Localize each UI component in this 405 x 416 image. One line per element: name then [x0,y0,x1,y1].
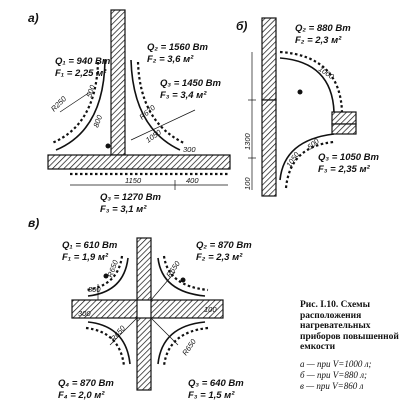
caption-line-a: а — при V=1000 л; [300,358,372,369]
panel-c-radiator-bl-coil [85,326,126,367]
caption-line-b: б — при V=880 л; [300,369,368,380]
panel-b: б) 1000 1300 100 1050 500 Q₂ = 880 Вт F₂… [236,17,380,197]
panel-c-q4: Q₃ = 640 Вт [188,378,244,389]
panel-b-radiator-lower-coil [284,140,335,189]
panel-a: а) R250 500 800 R670 1050 300 1150 400 Q… [28,9,231,215]
panel-c-radius-line-tr [150,271,176,301]
panel-c-wall-bottom [136,317,152,391]
panel-a-dim-1150: 1150 [125,176,142,185]
panel-a-f2: F₂ = 3,6 м² [147,54,194,65]
panel-c-f4: F₃ = 1,5 м² [188,390,235,401]
panel-c-center-marker-tl [103,273,109,279]
panel-b-radiator-upper-coil [279,50,344,113]
panel-c-wall-left [71,299,138,319]
panel-a-q3: Q₃ = 1450 Вт [160,78,222,89]
panel-b-q2: Q₃ = 1050 Вт [318,152,380,163]
figure-caption: Рис. I.10. Схемы расположения нагревател… [300,300,402,392]
panel-a-dim-500: 500 [84,83,97,99]
panel-b-dim-100: 100 [243,177,252,190]
panel-a-q1: Q₁ = 940 Вт [55,56,111,67]
panel-a-radiator-right-outer [130,59,181,151]
panel-b-radiator-upper-outer [279,57,335,113]
panel-a-dim-1050: 1050 [144,127,164,144]
panel-c-center-marker-tr [180,277,186,283]
panel-c-radiator-bl-outer [87,321,131,365]
panel-a-dim-300: 300 [183,145,196,154]
panel-a-radiator-left-outer [55,59,106,151]
panel-c-radius-line-bl [109,317,138,346]
panel-c-f2: F₂ = 2,3 м² [196,252,243,263]
panel-a-f4: F₃ = 3,1 м² [100,204,147,215]
panel-c-dim-300-left: 300 [88,285,101,294]
panel-a-radius-line-left [59,91,91,113]
panel-a-radius-line [130,109,196,141]
panel-b-q1: Q₂ = 880 Вт [295,23,351,34]
panel-c-radiator-tl-outer [87,257,129,297]
panel-a-f1: F₁ = 2,25 м² [55,68,107,79]
panel-b-wall-upper [261,17,277,101]
panel-c-radiator-tr-outer [157,257,206,297]
panel-c-q2: Q₂ = 870 Вт [196,240,252,251]
panel-a-letter: а) [28,11,39,25]
panel-a-dim-400: 400 [186,176,199,185]
panel-a-vertical-wall [110,9,126,156]
caption-line-c: в — при V=860 л [300,380,364,391]
panel-c-radiator-br-outer [157,321,206,365]
panel-c-dim-r650-br: R650 [180,337,198,358]
panel-c-dim-r650-bl: R650 [109,323,128,343]
panel-a-q4: Q₃ = 1270 Вт [100,192,162,203]
panel-c-letter: в) [28,216,39,230]
panel-b-stub-lower [331,123,357,135]
panel-a-dim-r250: R250 [49,94,69,114]
panel-c-f1: F₁ = 1,9 м² [62,252,109,263]
panel-b-stub-upper [331,111,357,125]
panel-b-wall-lower [261,99,277,197]
panel-b-radiator-lower-outer [279,133,335,181]
panel-c-radius-line-br [150,317,179,346]
panel-b-dim-1050: 1050 [284,150,301,170]
panel-c-q3: Q₄ = 870 Вт [58,378,114,389]
panel-c-radiator-tl-coil [85,255,124,292]
panel-a-dim-800: 800 [91,113,104,129]
panel-c-radiator-tr-coil [162,255,209,292]
panel-a-dim-r670: R670 [138,103,158,122]
panel-c-radiator-br-coil [162,326,209,367]
panel-c-dim-100: 100 [204,305,217,314]
panel-c: в) R650 300 R650 R650 100 R650 300 Q₁ [28,216,252,401]
panel-c-f3: F₄ = 2,0 м² [58,390,105,401]
panel-c-wall-right [150,299,224,319]
panel-a-q2: Q₂ = 1560 Вт [147,42,208,53]
panel-c-q1: Q₁ = 610 Вт [62,240,118,251]
panel-b-letter: б) [236,19,247,33]
panel-b-center-marker [297,89,303,95]
panel-a-center-marker [105,143,111,149]
panel-c-dim-r650-tr: R650 [164,259,182,280]
panel-a-f3: F₃ = 3,4 м² [160,90,207,101]
panel-c-wall-top [136,237,152,301]
caption-title: Рис. I.10. Схемы расположения нагревател… [300,300,399,352]
panel-b-f2: F₃ = 2,35 м² [318,164,370,175]
panel-a-radiator-right-coil [136,61,185,144]
panel-a-horizontal-wall [47,154,231,170]
panel-b-f1: F₂ = 2,3 м² [295,35,342,46]
panel-c-dim-300-bottom: 300 [78,309,91,318]
panel-b-dim-1300: 1300 [243,132,252,150]
